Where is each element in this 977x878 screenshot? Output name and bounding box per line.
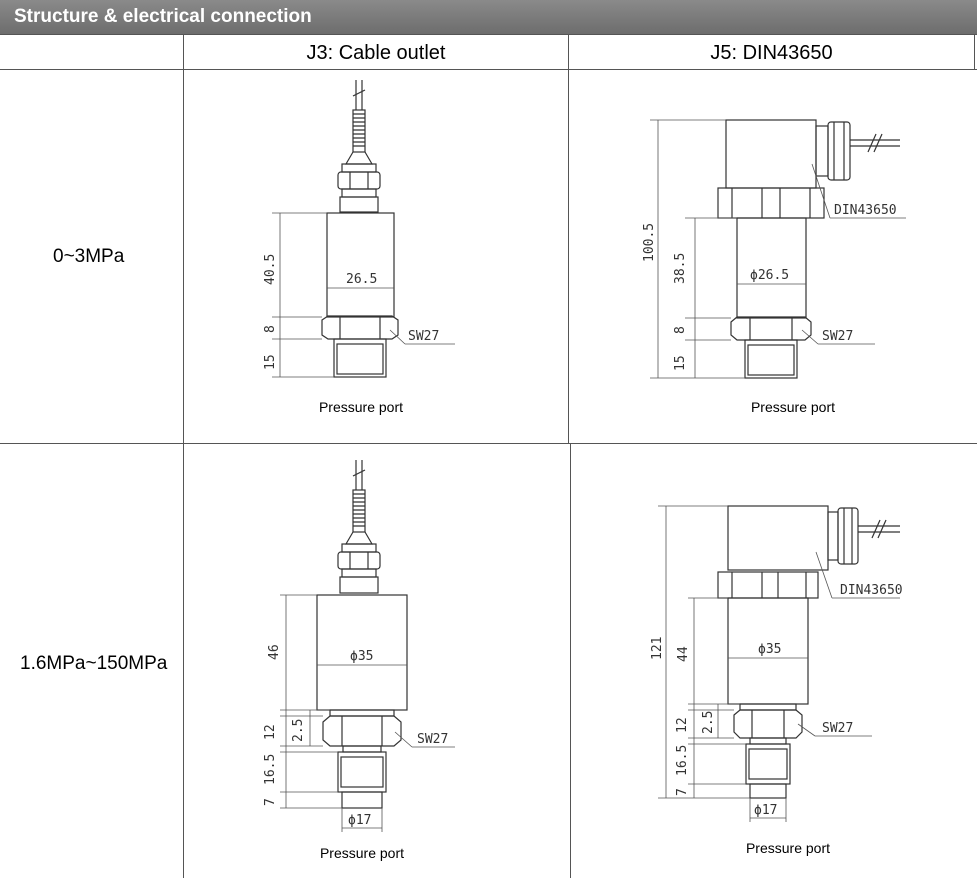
dim-length: 12 bbox=[675, 717, 690, 733]
drawing-cable-outlet-large: 46 12 2.5 16.5 7 ϕ35 SW27 ϕ17 bbox=[263, 460, 455, 832]
dim-length: 38.5 bbox=[673, 253, 688, 284]
grid-line bbox=[974, 35, 975, 70]
caption-pressure-port: Pressure port bbox=[318, 399, 404, 415]
grid-line bbox=[0, 443, 977, 444]
dim-length: 8 bbox=[263, 325, 278, 333]
row-label-range-2: 1.6MPa~150MPa bbox=[20, 653, 168, 674]
drawing-cable-outlet-small: 40.5 8 15 26.5 SW27 bbox=[263, 80, 455, 378]
dim-length: 16.5 bbox=[263, 754, 278, 785]
drawing-din43650-small: 100.5 38.5 8 15 ϕ26.5 SW27 DIN43650 bbox=[642, 119, 906, 379]
grid-line bbox=[183, 35, 184, 878]
dim-length: 7 bbox=[263, 798, 278, 806]
dim-length: 44 bbox=[676, 646, 691, 662]
dim-hex-size: SW27 bbox=[822, 329, 853, 344]
dim-length: 40.5 bbox=[263, 254, 278, 285]
dim-diameter: 26.5 bbox=[346, 272, 377, 287]
dim-length: 2.5 bbox=[291, 719, 306, 742]
dim-length: 7 bbox=[675, 788, 690, 796]
section-title: Structure & electrical connection bbox=[14, 6, 312, 27]
dim-length: 8 bbox=[673, 326, 688, 334]
dim-length: 15 bbox=[673, 355, 688, 371]
dim-length: 2.5 bbox=[701, 711, 716, 734]
dim-length: 46 bbox=[267, 644, 282, 660]
dim-port-diameter: ϕ17 bbox=[348, 813, 371, 828]
dim-hex-size: SW27 bbox=[822, 721, 853, 736]
column-header-j5: J5: DIN43650 bbox=[710, 42, 833, 64]
dim-length: 16.5 bbox=[675, 745, 690, 776]
dim-length: 12 bbox=[263, 724, 278, 740]
connector-label: DIN43650 bbox=[834, 203, 897, 218]
drawing-din43650-large: 121 44 12 2.5 16.5 7 ϕ35 SW27 DIN43650 ϕ… bbox=[650, 505, 903, 822]
caption-pressure-port: Pressure port bbox=[745, 840, 831, 856]
grid-line bbox=[570, 443, 571, 878]
dim-diameter: ϕ35 bbox=[350, 649, 373, 664]
dim-hex-size: SW27 bbox=[417, 732, 448, 747]
grid-line bbox=[0, 69, 977, 70]
column-header-j3: J3: Cable outlet bbox=[306, 42, 446, 64]
connector-label: DIN43650 bbox=[840, 583, 903, 598]
dim-total-length: 121 bbox=[650, 637, 665, 660]
dim-diameter: ϕ26.5 bbox=[750, 268, 789, 283]
caption-pressure-port: Pressure port bbox=[750, 399, 836, 415]
section-header: Structure & electrical connection bbox=[0, 0, 977, 35]
caption-pressure-port: Pressure port bbox=[319, 845, 405, 861]
dim-hex-size: SW27 bbox=[408, 329, 439, 344]
dim-diameter: ϕ35 bbox=[758, 642, 781, 657]
row-label-range-1: 0~3MPa bbox=[53, 246, 125, 267]
dim-total-length: 100.5 bbox=[642, 223, 657, 262]
dim-port-diameter: ϕ17 bbox=[754, 803, 777, 818]
dim-length: 15 bbox=[263, 354, 278, 370]
grid-line bbox=[568, 35, 569, 443]
